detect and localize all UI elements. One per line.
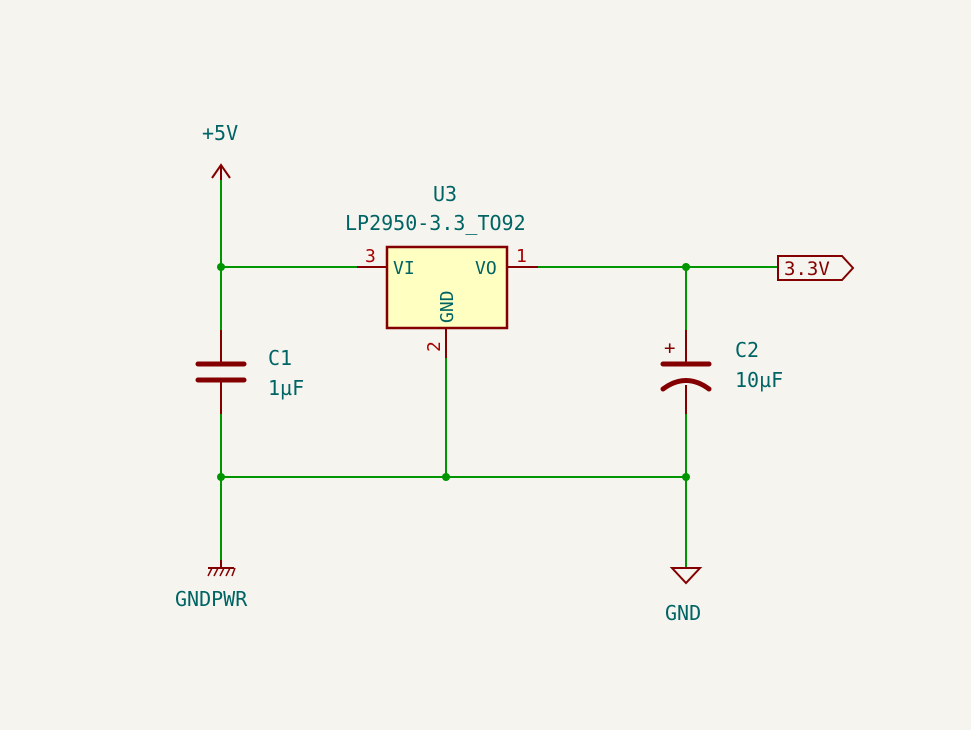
c2-ref: C2	[735, 338, 759, 362]
gnd-label: GND	[665, 601, 701, 625]
gndpwr-label: GNDPWR	[175, 587, 248, 611]
hatch-icon	[213, 567, 219, 577]
gnd-symbol[interactable]: GND	[665, 567, 703, 625]
net-label-text: 3.3V	[784, 258, 830, 280]
hatch-icon	[207, 567, 213, 577]
regulator-ref: U3	[433, 182, 457, 206]
wires	[220, 179, 779, 569]
hatch-icon	[225, 567, 231, 577]
c2-polarity-mark: +	[664, 337, 675, 359]
pin-vo-number: 1	[516, 246, 527, 267]
hatch-icon	[231, 567, 236, 577]
pin-gnd-name: GND	[437, 290, 458, 323]
pin-gnd-number: 2	[424, 341, 445, 352]
vcc-label: +5V	[202, 121, 238, 145]
c2-value: 10µF	[735, 368, 783, 392]
net-label-3v3[interactable]: 3.3V	[777, 255, 855, 281]
junction-gnd-left[interactable]	[217, 473, 225, 481]
capacitor-c2[interactable]: + C2 10µF	[660, 330, 783, 414]
junction-5v[interactable]	[217, 263, 225, 271]
junction-gnd-mid[interactable]	[442, 473, 450, 481]
junctions	[217, 263, 690, 481]
regulator-body	[385, 245, 509, 330]
up-arrow-icon	[211, 163, 231, 179]
regulator-value: LP2950-3.3_TO92	[345, 211, 526, 235]
c1-value: 1µF	[268, 376, 304, 400]
pin-vo-name: VO	[475, 258, 497, 279]
junction-3v3[interactable]	[682, 263, 690, 271]
pin-vi-name: VI	[393, 258, 415, 279]
net-label-flag	[777, 255, 855, 281]
gndpwr-symbol[interactable]: GNDPWR	[175, 560, 248, 611]
pin-vi-number: 3	[365, 246, 376, 267]
junction-gnd-right[interactable]	[682, 473, 690, 481]
hatch-icon	[219, 567, 225, 577]
regulator-u3[interactable]: U3 LP2950-3.3_TO92 3 VI 1 VO 2 GND	[345, 182, 538, 358]
ground-triangle-icon	[669, 567, 703, 585]
vcc-power-symbol[interactable]: +5V	[202, 121, 238, 180]
capacitor-c1[interactable]: C1 1µF	[195, 330, 304, 414]
c1-ref: C1	[268, 346, 292, 370]
c2-plate-curved	[660, 378, 712, 392]
